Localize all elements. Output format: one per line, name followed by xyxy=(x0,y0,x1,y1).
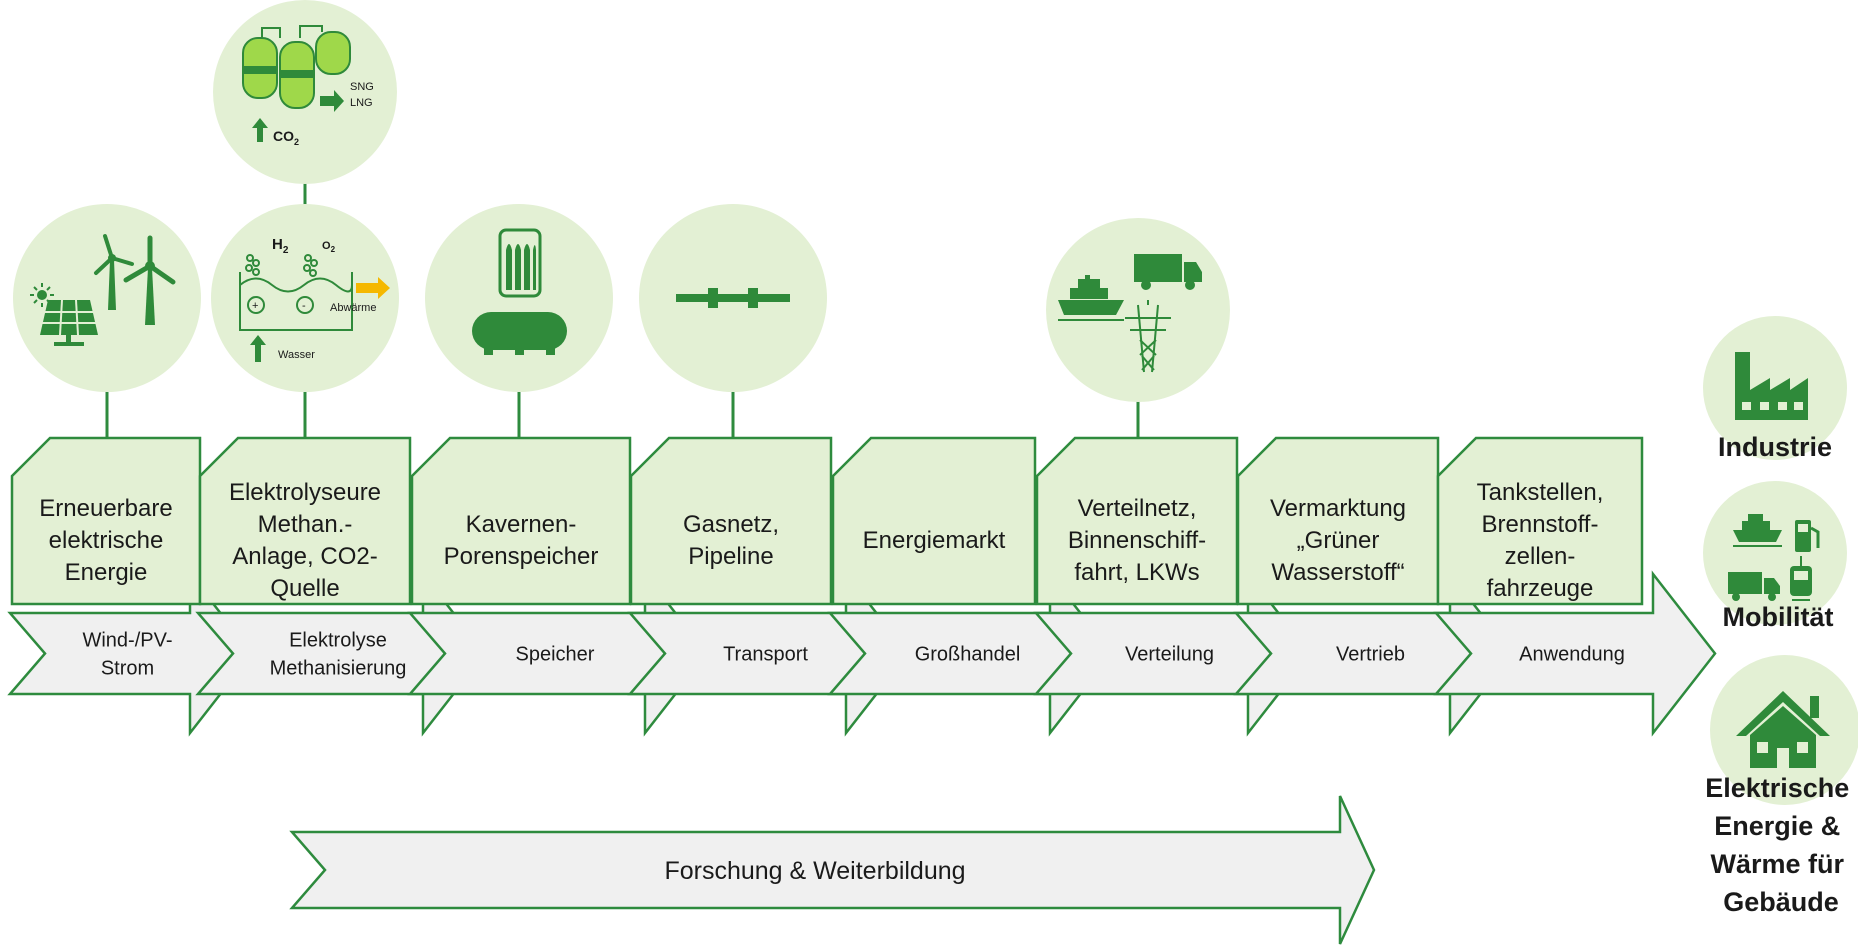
stage-arrow-label-line: Wind-/PV- xyxy=(82,630,172,652)
stage-arrow-label: Speicher xyxy=(516,644,595,666)
stage-label-line: Binnenschiff- xyxy=(1068,527,1206,554)
stage-label-line: Methan.- xyxy=(258,511,353,538)
stage-label: Energiemarkt xyxy=(863,527,1006,554)
stage-label-line: Energie xyxy=(65,559,148,586)
heat-label: Abwärme xyxy=(330,302,376,314)
water-up-arrow-icon xyxy=(250,335,266,362)
stage-label-line: Verteilnetz, xyxy=(1078,495,1197,522)
electrolyser-icon: H2 O2 + - Abwärme Wasser xyxy=(239,236,390,362)
co2-subscript: 2 xyxy=(294,137,299,147)
o2-subscript: 2 xyxy=(331,245,336,254)
stage-box xyxy=(1236,436,1440,606)
factory-icon xyxy=(1735,352,1808,420)
ship-truck-pylon-icon xyxy=(1058,254,1202,373)
co2-label: CO xyxy=(273,128,294,144)
svg-text:CO2: CO2 xyxy=(273,128,299,147)
stage-arrow-label-line: Transport xyxy=(723,644,808,666)
h2-subscript: 2 xyxy=(283,245,289,256)
stage-box xyxy=(629,436,833,606)
stage-arrow-label: Vertrieb xyxy=(1336,644,1405,666)
stage-arrow-label-line: Speicher xyxy=(516,644,595,666)
application-industry-label: Industrie xyxy=(1718,432,1832,462)
application-buildings-label: Elektrische Energie & Wärme für Gebäude xyxy=(1705,773,1857,917)
stage-box xyxy=(1436,436,1644,606)
stage-label-line: elektrische xyxy=(49,527,164,554)
stage-arrow-label: Wind-/PV- Strom xyxy=(82,630,172,680)
pipeline-icon xyxy=(676,288,790,308)
stage-arrow-label: Verteilung xyxy=(1125,644,1214,666)
stage-box xyxy=(831,436,1037,606)
stage-arrow-label: Transport xyxy=(723,644,808,666)
connector-lines xyxy=(105,180,1140,438)
mobility-icon xyxy=(1728,514,1820,601)
stage-label-line: Pipeline xyxy=(688,543,773,570)
stage-arrow-label-line: Anwendung xyxy=(1519,644,1625,666)
svg-text:O2: O2 xyxy=(322,240,336,254)
lng-label: LNG xyxy=(350,97,373,109)
stage-label-line: Tankstellen, xyxy=(1477,479,1604,506)
stage-arrow-label-line: Vertrieb xyxy=(1336,644,1405,666)
stage-label-line: „Grüner xyxy=(1297,527,1380,554)
stage-arrow-label: Großhandel xyxy=(915,644,1021,666)
stage-label-line: Wasserstoff“ xyxy=(1271,559,1404,586)
research-arrow: Forschung & Weiterbildung xyxy=(289,795,1376,945)
stage-box xyxy=(10,436,202,606)
stage-arrow xyxy=(1433,570,1717,737)
house-icon xyxy=(1736,691,1830,768)
application-mobility-label: Mobilität xyxy=(1723,602,1834,632)
stage-label-line: Anlage, CO2- xyxy=(232,543,377,570)
stage-arrow-label-line: Strom xyxy=(101,658,154,680)
minus-electrode: - xyxy=(302,300,306,312)
circle-storage xyxy=(425,204,613,392)
h2-label: H xyxy=(272,236,283,253)
stage-8: Tankstellen, Brennstoff-zellen-fahrzeugeA… xyxy=(1433,436,1717,737)
stage-label: Verteilnetz, Binnenschiff-fahrt, LKWs xyxy=(1068,495,1206,586)
stage-label: Tankstellen, Brennstoff-zellen-fahrzeuge xyxy=(1477,479,1604,602)
stage-arrow-label: Anwendung xyxy=(1519,644,1625,666)
stage-label-line: Quelle xyxy=(270,575,339,602)
stage-arrow-label-line: Großhandel xyxy=(915,644,1021,666)
heat-arrow-icon xyxy=(356,277,390,299)
methanation-icon: SNG LNG CO2 xyxy=(242,25,374,147)
solar-wind-icon xyxy=(30,234,176,346)
stage-label-line: Vermarktung xyxy=(1270,495,1406,522)
storage-tank-icon xyxy=(472,228,567,355)
stage-arrow-label-line: Methanisierung xyxy=(270,658,407,680)
co2-up-arrow-icon xyxy=(252,118,268,142)
stage-label-line: Brennstoff- xyxy=(1482,511,1599,538)
stage-label-line: fahrt, LKWs xyxy=(1074,559,1199,586)
plus-electrode: + xyxy=(252,300,258,312)
o2-label: O xyxy=(322,240,331,252)
stage-label-line: Kavernen- xyxy=(466,511,577,538)
stage-box xyxy=(410,436,632,606)
stage-arrow-label-line: Elektrolyse xyxy=(289,630,387,652)
stage-arrow-label-line: Verteilung xyxy=(1125,644,1214,666)
svg-text:H2: H2 xyxy=(272,236,289,256)
stage-label-line: Elektrolyseure xyxy=(229,479,381,506)
stage-label-line: Gasnetz, xyxy=(683,511,779,538)
research-banner-label: Forschung & Weiterbildung xyxy=(664,857,965,885)
water-label: Wasser xyxy=(278,349,315,361)
stage-label-line: Porenspeicher xyxy=(444,543,599,570)
stage-box xyxy=(198,436,412,606)
stage-label-line: Erneuerbare xyxy=(39,495,172,522)
stage-label: Kavernen- Porenspeicher xyxy=(444,511,599,570)
stage-label: Gasnetz, Pipeline xyxy=(683,511,779,570)
stage-box xyxy=(1035,436,1239,606)
stage-label-line: Energiemarkt xyxy=(863,527,1006,554)
sng-label: SNG xyxy=(350,81,374,93)
stage-label-line: zellen- xyxy=(1505,543,1576,570)
stage-label-line: fahrzeuge xyxy=(1487,575,1594,602)
